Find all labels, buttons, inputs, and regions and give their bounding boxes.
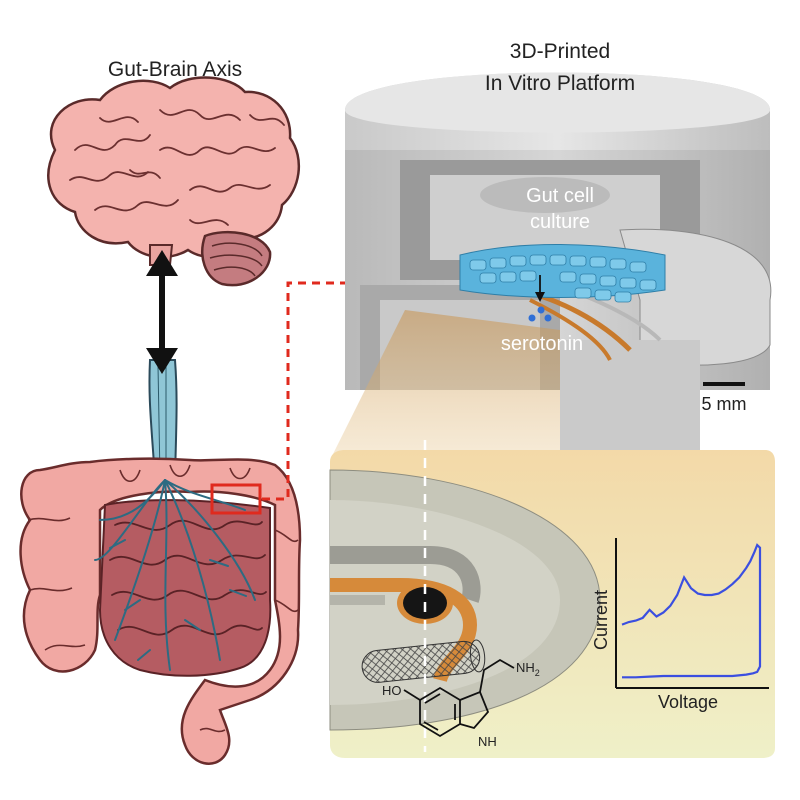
platform-title-line2: In Vitro Platform [485, 72, 635, 95]
gut-cell-culture-label-1: Gut cell [526, 185, 594, 207]
bidirectional-arrow [146, 250, 178, 374]
gut-cell-culture-label-2: culture [530, 211, 590, 233]
zoom-inset-panel [329, 440, 775, 758]
nh2-group-label: NH2 [516, 660, 540, 678]
nh-n: N [478, 734, 487, 749]
platform-title-line1: 3D-Printed [510, 40, 610, 63]
nh2-main: NH [516, 660, 535, 675]
ho-group-label: HO [382, 683, 402, 698]
nh-group-label: NH [478, 734, 497, 749]
carbon-nanotube [361, 639, 486, 683]
y-axis-label: Current [591, 590, 611, 650]
cv-curve-series [621, 543, 762, 679]
gut-brain-axis-title: Gut-Brain Axis [108, 58, 242, 81]
nh2-subscript: 2 [535, 668, 540, 678]
nh-h: H [487, 734, 496, 749]
x-axis-label: Voltage [658, 692, 718, 712]
scale-bar-label: 5 mm [702, 394, 747, 414]
voltammogram-chart [615, 538, 769, 689]
serotonin-molecules [528, 306, 552, 322]
selection-box [210, 483, 262, 515]
serotonin-structure [403, 658, 515, 738]
intestine-illustration [19, 457, 302, 765]
serotonin-label: serotonin [501, 333, 583, 355]
zoom-cone [330, 310, 560, 460]
cell-culture-layer [459, 243, 666, 303]
brain-illustration [47, 76, 301, 287]
